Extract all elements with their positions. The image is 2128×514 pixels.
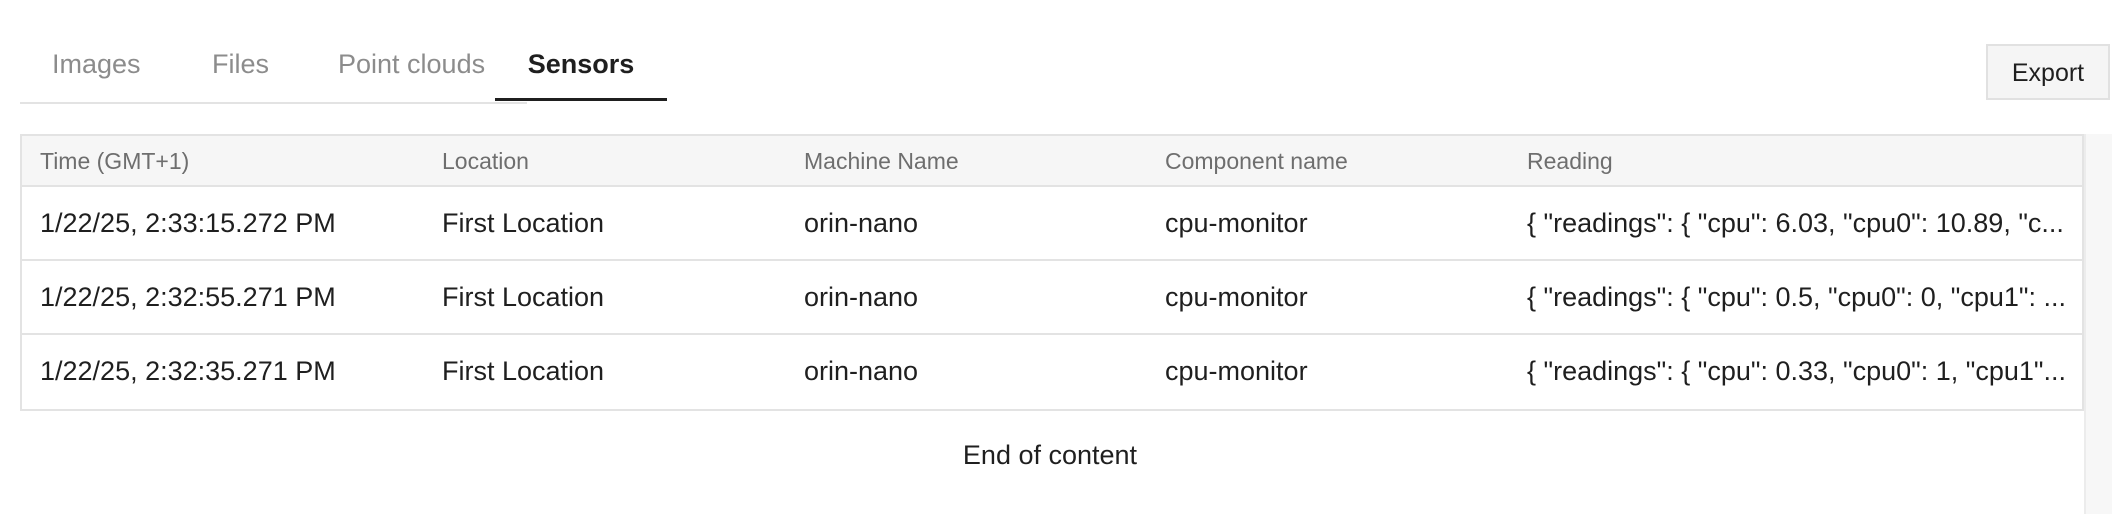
cell-reading: { "readings": { "cpu": 0.33, "cpu0": 1, … <box>1527 356 2066 386</box>
cell-time: 1/22/25, 2:33:15.272 PM <box>40 208 336 238</box>
tab-point-clouds[interactable]: Point clouds <box>338 49 486 79</box>
column-header-machine-name[interactable]: Machine Name <box>804 148 959 174</box>
export-button[interactable]: Export <box>1986 44 2110 100</box>
cell-component-name: cpu-monitor <box>1165 208 1308 238</box>
column-header-time[interactable]: Time (GMT+1) <box>40 148 190 174</box>
table-row[interactable]: 1/22/25, 2:32:35.271 PM First Location o… <box>22 335 2082 409</box>
cell-machine-name: orin-nano <box>804 282 919 312</box>
column-header-component-name[interactable]: Component name <box>1165 148 1348 174</box>
table-row[interactable]: 1/22/25, 2:33:15.272 PM First Location o… <box>22 187 2082 261</box>
tab-images[interactable]: Images <box>52 49 141 79</box>
cell-reading: { "readings": { "cpu": 0.5, "cpu0": 0, "… <box>1527 282 2066 312</box>
tab-files[interactable]: Files <box>212 49 270 79</box>
cell-machine-name: orin-nano <box>804 356 919 386</box>
cell-time: 1/22/25, 2:32:55.271 PM <box>40 282 336 312</box>
cell-reading: { "readings": { "cpu": 6.03, "cpu0": 10.… <box>1527 208 2064 238</box>
cell-time: 1/22/25, 2:32:35.271 PM <box>40 356 336 386</box>
cell-location: First Location <box>442 208 605 238</box>
column-header-reading[interactable]: Reading <box>1527 148 1613 174</box>
tab-bar: Images Files Point clouds Sensors <box>20 30 667 104</box>
cell-component-name: cpu-monitor <box>1165 282 1308 312</box>
cell-machine-name: orin-nano <box>804 208 919 238</box>
table-header: Time (GMT+1) Location Machine Name Compo… <box>22 136 2082 187</box>
table-scrollbar[interactable] <box>2084 134 2112 514</box>
table-row[interactable]: 1/22/25, 2:32:55.271 PM First Location o… <box>22 261 2082 335</box>
cell-location: First Location <box>442 282 605 312</box>
column-header-location[interactable]: Location <box>442 148 529 174</box>
sensor-data-table: Time (GMT+1) Location Machine Name Compo… <box>20 134 2084 411</box>
cell-component-name: cpu-monitor <box>1165 356 1308 386</box>
cell-location: First Location <box>442 356 605 386</box>
end-of-content-text: End of content <box>962 440 1138 470</box>
tab-sensors[interactable]: Sensors <box>495 30 667 101</box>
